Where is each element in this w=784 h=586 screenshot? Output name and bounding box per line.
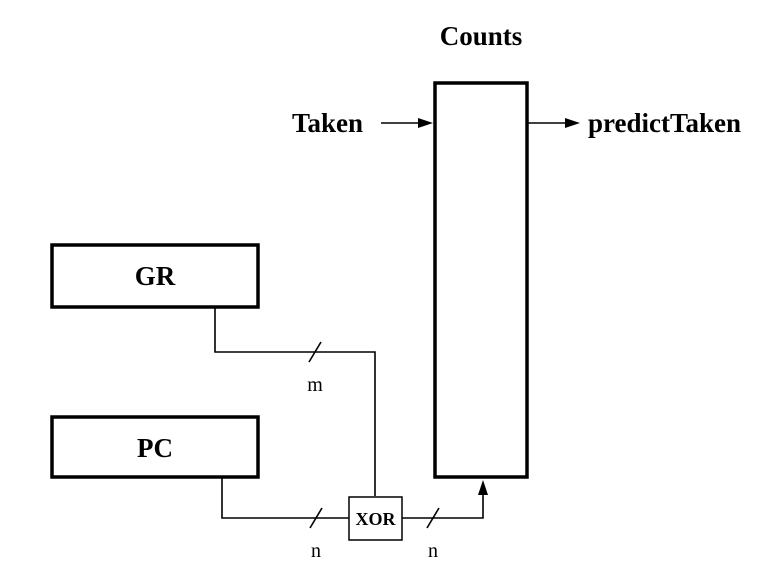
gr-box <box>50 243 260 309</box>
gr-register: GR <box>50 243 260 309</box>
xor-box <box>348 496 403 541</box>
pc-register: PC <box>50 415 260 479</box>
counts-title: Counts <box>440 21 523 51</box>
counts-table <box>433 81 529 479</box>
gr-label: GR <box>135 261 176 291</box>
pc-to-xor-wire <box>221 478 349 519</box>
predict-arrowhead <box>565 118 580 128</box>
gr-width-label: m <box>307 374 323 396</box>
gr-to-xor-wire <box>214 308 376 496</box>
gr-wire-bus-slash <box>308 341 322 363</box>
taken-arrowhead <box>418 118 433 128</box>
pc-width-label: n <box>311 540 321 562</box>
xor-to-counts-wire <box>402 494 484 519</box>
pc-box <box>50 415 260 479</box>
xor-label: XOR <box>356 509 397 529</box>
xor-out-bus-slash <box>426 507 440 529</box>
index-arrowhead <box>478 480 488 495</box>
taken-label: Taken <box>292 108 363 138</box>
xor-out-width-label: n <box>428 540 438 562</box>
pc-label: PC <box>137 433 173 463</box>
pc-wire-bus-slash <box>309 507 323 529</box>
xor-gate: XOR <box>348 496 403 541</box>
predict-taken-label: predictTaken <box>588 108 741 138</box>
